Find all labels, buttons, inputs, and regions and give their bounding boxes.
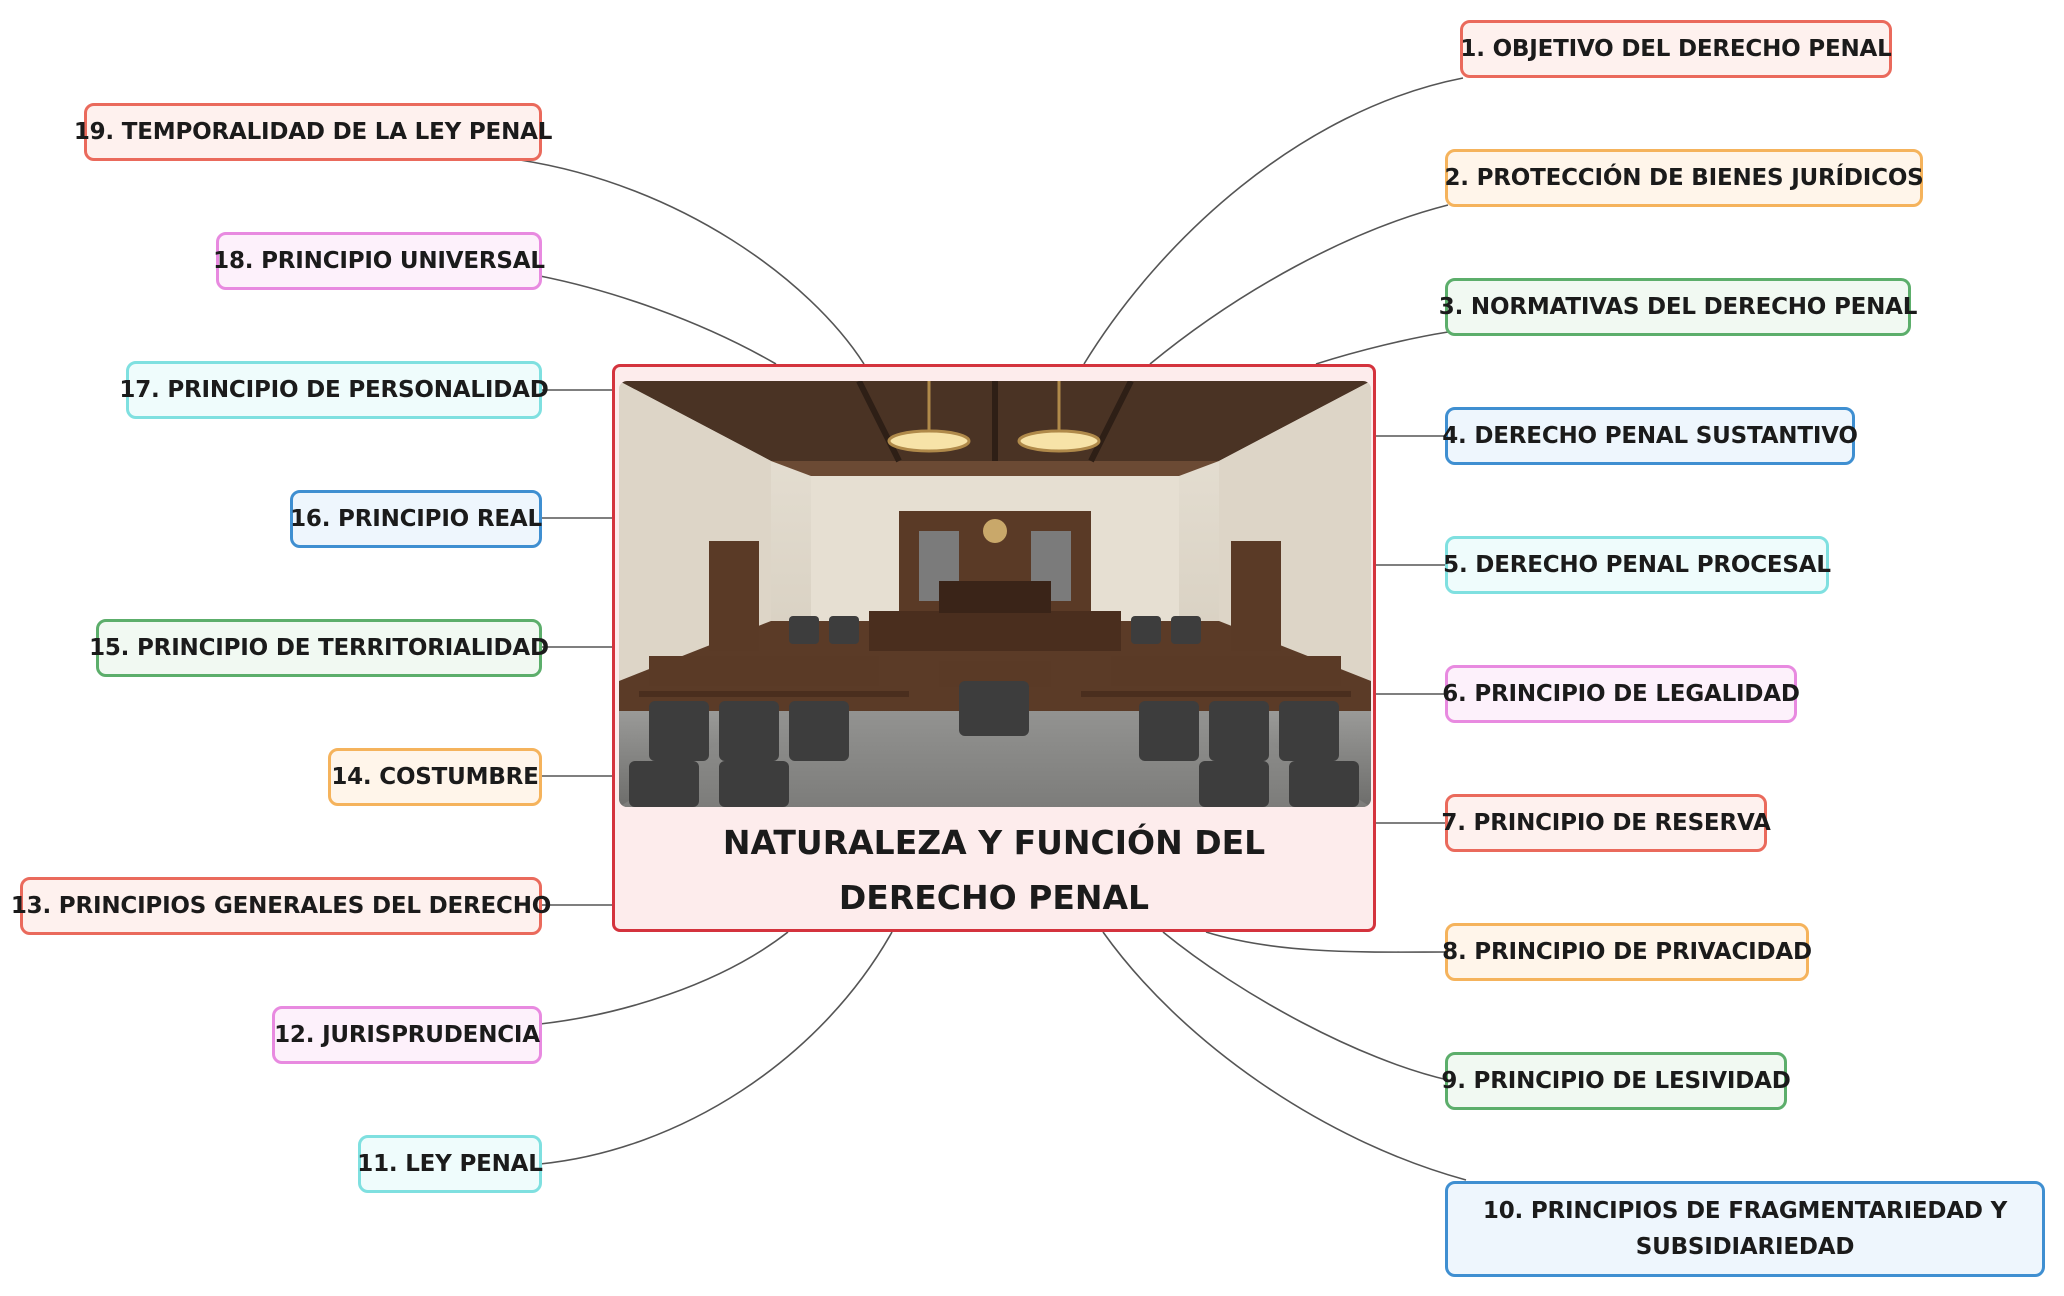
- topic-14[interactable]: 14. COSTUMBRE: [328, 748, 542, 806]
- link-18: [539, 275, 777, 365]
- topic-2[interactable]: 2. PROTECCIÓN DE BIENES JURÍDICOS: [1444, 149, 1924, 207]
- link-8: [1205, 931, 1449, 953]
- topic-1[interactable]: 1. OBJETIVO DEL DERECHO PENAL: [1460, 20, 1892, 78]
- topic-3[interactable]: 3. NORMATIVAS DEL DERECHO PENAL: [1439, 278, 1917, 336]
- topic-12[interactable]: 12. JURISPRUDENCIA: [272, 1006, 542, 1064]
- central-topic[interactable]: NATURALEZA Y FUNCIÓN DEL DERECHO PENAL: [612, 364, 1376, 932]
- topic-19[interactable]: 19. TEMPORALIDAD DE LA LEY PENAL: [74, 103, 552, 161]
- topic-17[interactable]: 17. PRINCIPIO DE PERSONALIDAD: [119, 361, 549, 419]
- link-12: [539, 931, 789, 1025]
- topic-18[interactable]: 18. PRINCIPIO UNIVERSAL: [213, 232, 545, 290]
- link-2: [1149, 204, 1449, 365]
- topic-8[interactable]: 8. PRINCIPIO DE PRIVACIDAD: [1442, 923, 1812, 981]
- courtroom-image: [619, 381, 1371, 807]
- topic-11[interactable]: 11. LEY PENAL: [357, 1135, 543, 1193]
- central-title: NATURALEZA Y FUNCIÓN DEL DERECHO PENAL: [722, 823, 1266, 917]
- link-9: [1162, 931, 1449, 1081]
- topic-5[interactable]: 5. DERECHO PENAL PROCESAL: [1443, 536, 1831, 594]
- link-11: [539, 931, 893, 1165]
- topic-15[interactable]: 15. PRINCIPIO DE TERRITORIALIDAD: [89, 619, 549, 677]
- topic-7[interactable]: 7. PRINCIPIO DE RESERVA: [1441, 794, 1771, 852]
- link-19: [519, 159, 865, 365]
- topic-16[interactable]: 16. PRINCIPIO REAL: [290, 490, 542, 548]
- topic-4[interactable]: 4. DERECHO PENAL SUSTANTIVO: [1442, 407, 1858, 465]
- topic-6[interactable]: 6. PRINCIPIO DE LEGALIDAD: [1442, 665, 1800, 723]
- link-10: [1102, 931, 1467, 1181]
- topic-10[interactable]: 10. PRINCIPIOS DE FRAGMENTARIEDAD Y SUBS…: [1445, 1181, 2045, 1277]
- topic-9[interactable]: 9. PRINCIPIO DE LESIVIDAD: [1441, 1052, 1791, 1110]
- topic-13[interactable]: 13. PRINCIPIOS GENERALES DEL DERECHO: [11, 877, 551, 935]
- link-3: [1315, 331, 1449, 365]
- link-1: [1083, 77, 1464, 365]
